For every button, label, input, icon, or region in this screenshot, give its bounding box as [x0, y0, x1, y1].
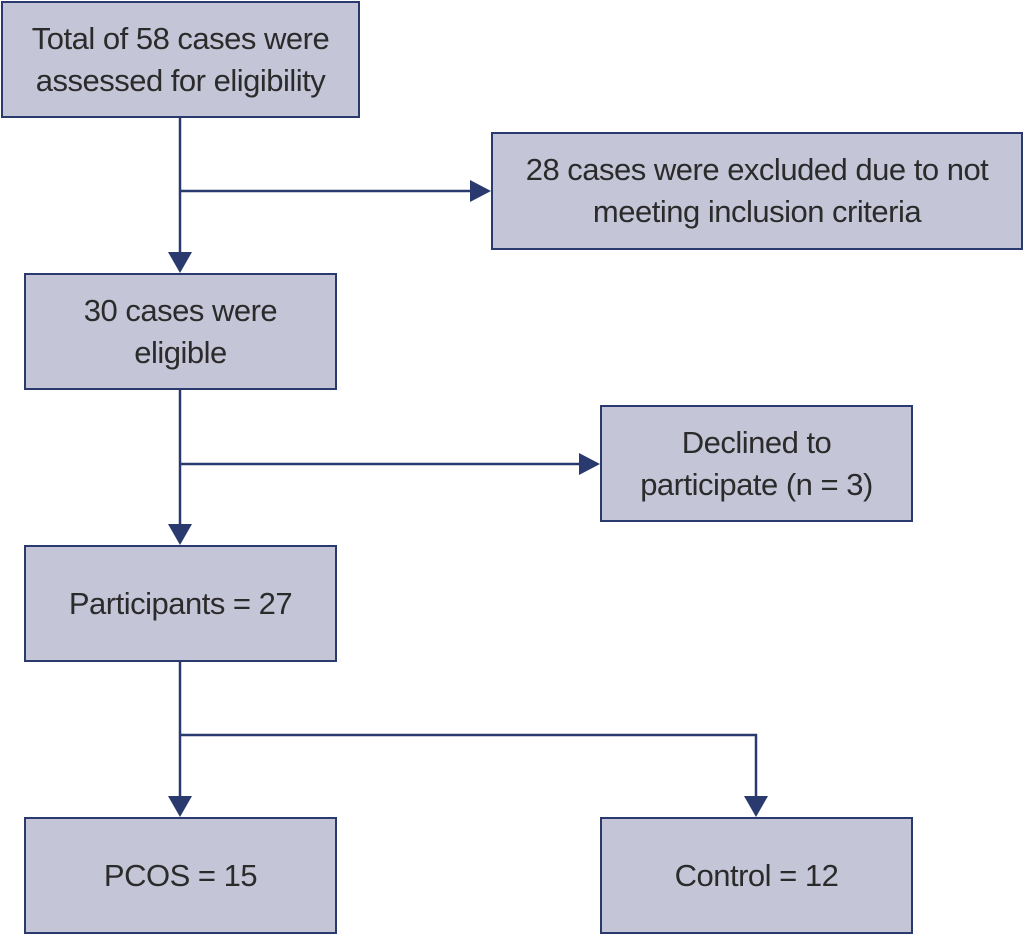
arrowhead-to-excluded — [470, 180, 491, 202]
arrowhead-to-eligible — [168, 252, 192, 273]
box-declined-line-1: Declined to — [681, 424, 832, 460]
box-eligible-line-2: eligible — [134, 334, 227, 370]
arrowhead-to-participants — [168, 524, 192, 545]
box-excluded: 28 cases were excluded due to not meetin… — [491, 132, 1023, 250]
box-pcos-label: PCOS = 15 — [103, 857, 258, 893]
box-pcos: PCOS = 15 — [24, 817, 337, 934]
box-participants-label: Participants = 27 — [68, 585, 293, 621]
connector-participants-control — [180, 733, 758, 798]
box-declined: Declined to participate (n = 3) — [600, 405, 913, 522]
box-control: Control = 12 — [600, 817, 913, 934]
box-excluded-line-1: 28 cases were excluded due to not — [525, 152, 989, 187]
box-total-line-1: Total of 58 cases were — [31, 20, 330, 56]
box-participants: Participants = 27 — [24, 545, 337, 662]
box-excluded-line-2: meeting inclusion criteria — [592, 194, 922, 229]
box-eligible-line-1: 30 cases were — [83, 292, 278, 328]
box-total-assessed: Total of 58 cases were assessed for elig… — [1, 1, 360, 118]
arrowhead-to-declined — [579, 453, 600, 475]
box-declined-line-2: participate (n = 3) — [640, 466, 873, 502]
box-total-line-2: assessed for eligibility — [35, 62, 326, 98]
arrowhead-to-pcos — [168, 796, 192, 817]
box-eligible: 30 cases were eligible — [24, 273, 337, 390]
arrowhead-to-control — [744, 796, 768, 817]
box-control-label: Control = 12 — [674, 857, 839, 893]
